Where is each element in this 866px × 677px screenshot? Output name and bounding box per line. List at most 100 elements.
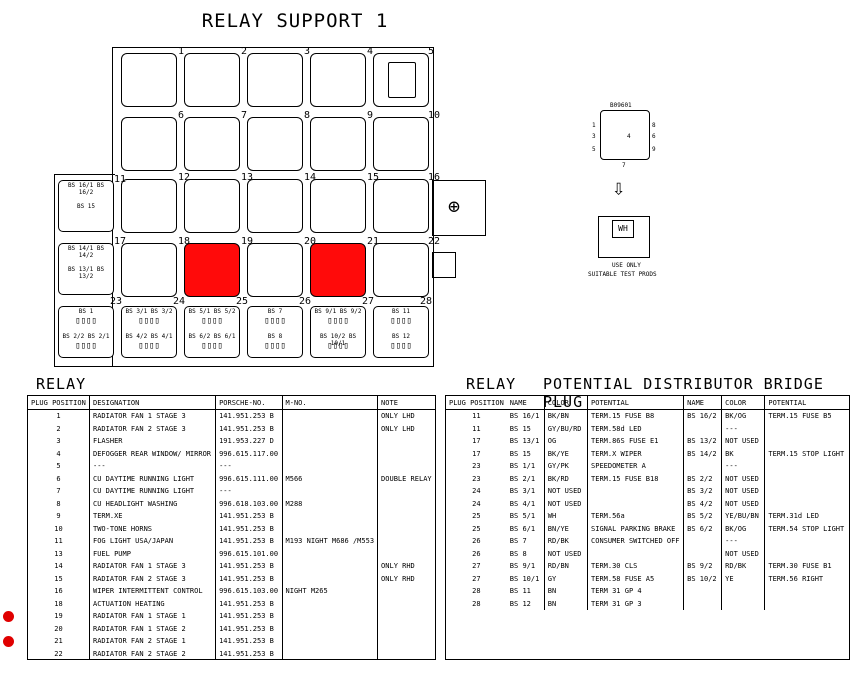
- distributor-cell: 27: [472, 562, 481, 571]
- relay-cell: 22: [54, 649, 63, 658]
- relay-cell: [281, 460, 378, 473]
- relay-cell: 9: [56, 512, 61, 521]
- bottom-plug-4: BS 7▯▯▯▯BS 8▯▯▯▯: [247, 306, 303, 358]
- distributor-cell: [764, 485, 849, 498]
- distributor-cell: [764, 597, 849, 610]
- relay-slot-18: [121, 243, 177, 297]
- pin-row-icon: ▯▯▯▯: [327, 341, 349, 351]
- distributor-cell: TERM.15 STOP LIGHT: [764, 447, 849, 460]
- distributor-cell: BS 4/2: [683, 497, 722, 510]
- bottom-plug-2: BS 3/1 BS 3/2▯▯▯▯BS 4/2 BS 4/1▯▯▯▯: [121, 306, 177, 358]
- relay-cell: 19: [54, 612, 63, 621]
- relay-cell: 996.615.103.00: [215, 585, 283, 598]
- slot-number-3: 3: [304, 46, 311, 57]
- relay-slot-15: [310, 179, 366, 233]
- slot-number-28: 28: [420, 296, 433, 307]
- relay-cell: ---: [215, 485, 283, 498]
- pin-row-icon: ▯▯▯▯: [390, 341, 412, 351]
- relay-cell: 4: [56, 449, 61, 458]
- slot-number-27: 27: [362, 296, 375, 307]
- pin-row-icon: ▯▯▯▯: [264, 341, 286, 351]
- distributor-cell: [587, 485, 684, 498]
- distributor-cell: BK: [721, 447, 765, 460]
- distributor-header-cell: COLOR: [721, 396, 765, 410]
- distributor-cell: TERM 31 GP 3: [587, 597, 684, 610]
- relay-cell: [281, 422, 378, 435]
- relay-cell: [377, 485, 435, 498]
- distributor-cell: [764, 472, 849, 485]
- relay-cell: [377, 647, 435, 660]
- distributor-cell: 27: [472, 574, 481, 583]
- bottom-plug-top-label: BS 3/1 BS 3/2: [125, 308, 173, 315]
- relay-slot-10: [373, 117, 429, 171]
- distributor-cell: BK/RD: [543, 472, 588, 485]
- bridge-plug-top-label: BS 14/1 BS 14/2: [67, 245, 105, 259]
- distributor-cell: 24: [472, 487, 481, 496]
- relay-cell: 141.951.253 B: [215, 622, 283, 635]
- distributor-cell: [683, 422, 722, 435]
- distributor-cell: TERM.15 FUSE B18: [587, 472, 684, 485]
- relay-cell: FOG LIGHT USA/JAPAN: [88, 535, 216, 548]
- relay-cell: [377, 510, 435, 523]
- distributor-header-cell: COLOR: [543, 396, 588, 410]
- distributor-cell: BS 16/1: [509, 412, 540, 421]
- distributor-cell: [587, 497, 684, 510]
- distributor-header-cell: POTENTIAL: [764, 396, 849, 410]
- distributor-relay-caption: RELAY: [466, 375, 517, 393]
- distributor-cell: BS 13/1: [509, 437, 540, 446]
- relay-cell: RADIATOR FAN 2 STAGE 2: [88, 647, 216, 660]
- socket-pin-3: 3: [592, 133, 596, 140]
- slot-number-25: 25: [236, 296, 249, 307]
- distributor-table-frame: [445, 395, 850, 660]
- distributor-cell: [587, 547, 684, 560]
- relay-cell: [377, 522, 435, 535]
- distributor-cell: BS 12: [509, 599, 531, 608]
- relay-slot-6: [121, 117, 177, 171]
- distributor-cell: TERM.58d LED: [587, 422, 684, 435]
- distributor-cell: 28: [472, 599, 481, 608]
- relay-header-cell: PORSCHE-NO.: [215, 396, 283, 410]
- socket-pin-6: 6: [652, 133, 656, 140]
- relay-symbol-icon: [388, 62, 416, 98]
- distributor-cell: WH: [543, 510, 588, 523]
- relay-cell: 1: [56, 412, 61, 421]
- relay-cell: ONLY RHD: [377, 560, 435, 573]
- distributor-cell: [683, 460, 722, 473]
- slot-number-14: 14: [304, 172, 317, 183]
- distributor-cell: NOT USED: [721, 435, 765, 448]
- relay-cell: CU HEADLIGHT WASHING: [88, 497, 216, 510]
- distributor-cell: BS 3/2: [683, 485, 722, 498]
- relay-slot-3: [247, 53, 303, 107]
- socket-pin-4: 4: [627, 133, 631, 140]
- relay-cell: RADIATOR FAN 2 STAGE 3: [88, 422, 216, 435]
- distributor-cell: ---: [721, 535, 765, 548]
- slot-number-9: 9: [367, 110, 374, 121]
- relay-cell: [377, 497, 435, 510]
- distributor-cell: BN/YE: [543, 522, 588, 535]
- slot-number-17: 17: [114, 236, 127, 247]
- relay-cell: [377, 610, 435, 623]
- distributor-cell: GY/BU/RD: [543, 422, 588, 435]
- relay-cell: WIPER INTERMITTENT CONTROL: [88, 585, 216, 598]
- bottom-plug-bottom-label: BS 2/2 BS 2/1: [62, 333, 110, 340]
- relay-cell: 141.951.253 B: [215, 535, 283, 548]
- pin-row-icon: ▯▯▯▯: [138, 341, 160, 351]
- relay-cell: 996.615.101.00: [215, 547, 283, 560]
- pin-row-icon: ▯▯▯▯: [201, 341, 223, 351]
- slot-number-21: 21: [367, 236, 380, 247]
- relay-slot-21: [310, 243, 366, 297]
- relay-cell: ACTUATION HEATING: [88, 597, 216, 610]
- distributor-cell: ---: [721, 460, 765, 473]
- relay-cell: 21: [54, 637, 63, 646]
